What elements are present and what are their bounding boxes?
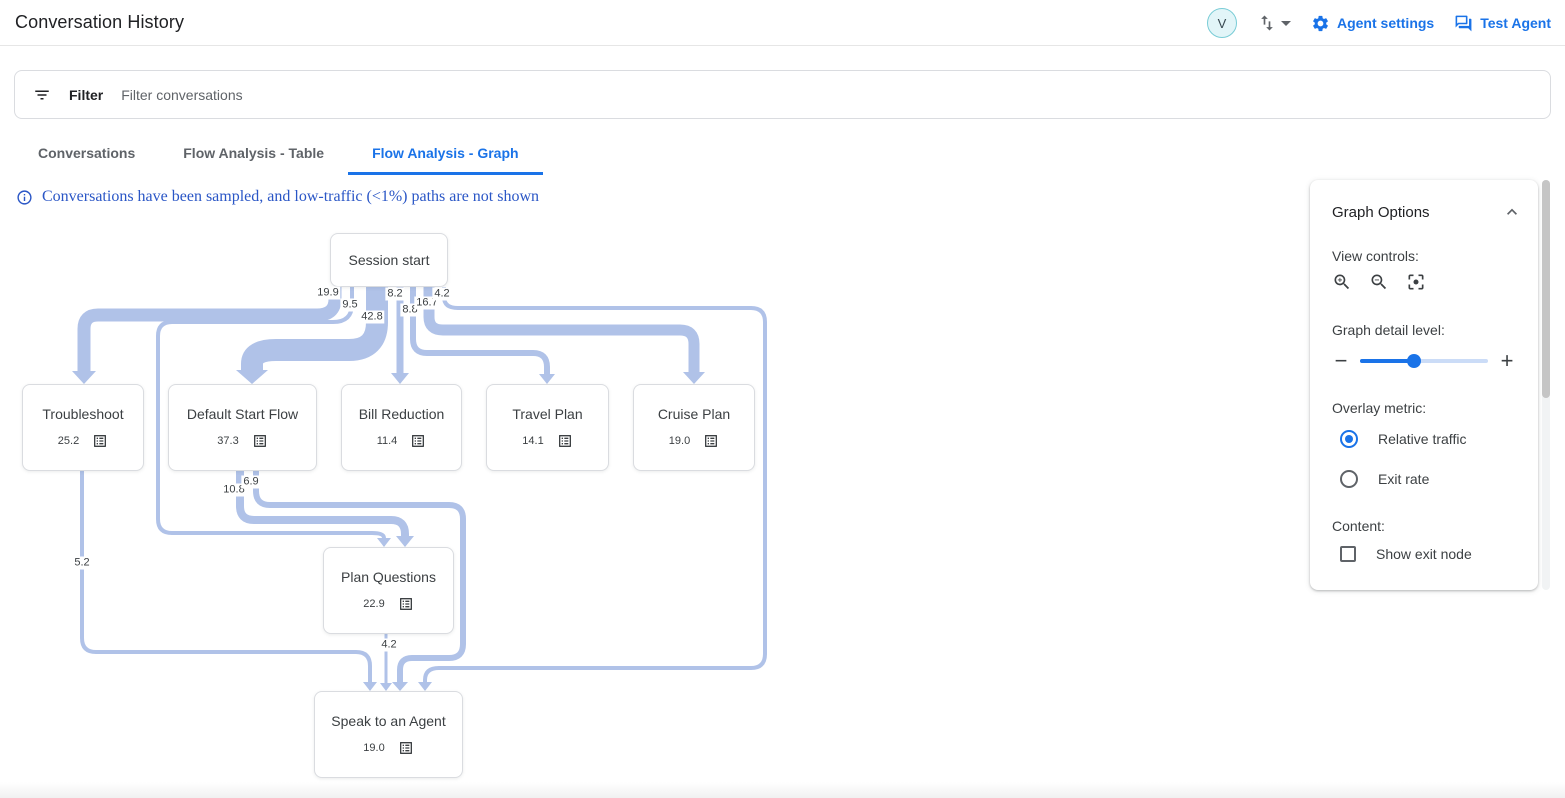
node-title: Default Start Flow: [186, 406, 299, 422]
tab-bar: Conversations Flow Analysis - Table Flow…: [14, 134, 543, 175]
radio-unselected-icon: [1340, 470, 1358, 488]
tab-flow-analysis-table[interactable]: Flow Analysis - Table: [183, 145, 325, 161]
flow-node-cruise-plan[interactable]: Cruise Plan 19.0: [633, 384, 755, 471]
slider-track: [1360, 359, 1488, 363]
radio-selected-icon: [1340, 430, 1358, 448]
edge-label: 10.8: [221, 483, 247, 497]
list-alt-icon[interactable]: [252, 433, 268, 449]
slider-decrease-button[interactable]: −: [1334, 348, 1348, 373]
node-title: Plan Questions: [341, 569, 436, 585]
view-controls: [1332, 272, 1426, 292]
checkbox-label: Show exit node: [1376, 546, 1472, 562]
content-label: Content:: [1332, 518, 1385, 534]
flow-node-travel-plan[interactable]: Travel Plan 14.1: [486, 384, 609, 471]
page-title: Conversation History: [15, 12, 185, 32]
list-alt-icon[interactable]: [703, 433, 719, 449]
list-alt-icon[interactable]: [398, 596, 414, 612]
test-agent-button[interactable]: Test Agent: [1454, 14, 1551, 33]
flow-node-plan-questions[interactable]: Plan Questions 22.9: [323, 547, 454, 634]
filter-bar[interactable]: Filter Filter conversations: [14, 70, 1551, 119]
gear-icon: [1311, 14, 1330, 33]
overlay-metric-label: Overlay metric:: [1332, 400, 1427, 416]
radio-exit-rate[interactable]: Exit rate: [1340, 470, 1429, 488]
node-value: 37.3: [217, 435, 239, 447]
edge-label: 4.2: [379, 638, 399, 652]
radio-label: Relative traffic: [1378, 431, 1467, 447]
edge-label: 42.8: [359, 310, 385, 324]
zoom-out-icon[interactable]: [1369, 272, 1389, 292]
sampling-notice: Conversations have been sampled, and low…: [16, 188, 539, 206]
chat-icon: [1454, 14, 1473, 33]
graph-scroll-edge: [0, 782, 1565, 798]
edge-label: 9.5: [340, 298, 360, 312]
node-value: 25.2: [57, 435, 80, 447]
node-title: Speak to an Agent: [331, 713, 446, 729]
checkbox-unchecked-icon[interactable]: [1340, 546, 1356, 562]
sampling-notice-text: Conversations have been sampled, and low…: [42, 188, 540, 205]
node-title: Bill Reduction: [358, 406, 445, 422]
avatar-initial: V: [1217, 15, 1227, 31]
panel-scrollbar-thumb[interactable]: [1542, 180, 1550, 398]
tab-flow-analysis-graph[interactable]: Flow Analysis - Graph: [348, 134, 543, 175]
node-title: Cruise Plan: [657, 406, 731, 422]
agent-settings-label: Agent settings: [1336, 15, 1435, 31]
filter-input-placeholder[interactable]: Filter conversations: [121, 86, 243, 103]
node-value: 22.9: [363, 598, 385, 610]
collapse-panel-button[interactable]: [1502, 202, 1522, 222]
edge-label: 19.9: [315, 286, 341, 300]
graph-detail-label: Graph detail level:: [1332, 322, 1445, 338]
radio-relative-traffic[interactable]: Relative traffic: [1340, 430, 1466, 448]
flow-node-default-start-flow[interactable]: Default Start Flow 37.3: [168, 384, 317, 471]
top-bar-actions: V Agent settings Test Agent: [1206, 0, 1551, 46]
sort-control[interactable]: [1257, 13, 1291, 33]
edge-label: 5.2: [72, 556, 92, 570]
graph-detail-slider[interactable]: [1360, 354, 1488, 368]
edge-label: 8.2: [385, 287, 405, 301]
filter-label: Filter: [69, 86, 104, 103]
chevron-up-icon: [1502, 202, 1522, 222]
graph-options-panel: Graph Options View controls: Graph detai…: [1310, 180, 1538, 590]
list-alt-icon[interactable]: [398, 740, 414, 756]
list-alt-icon[interactable]: [410, 433, 426, 449]
center-focus-icon[interactable]: [1406, 272, 1426, 292]
avatar[interactable]: V: [1206, 8, 1237, 38]
test-agent-label: Test Agent: [1480, 15, 1551, 31]
node-value: 11.4: [376, 435, 398, 447]
flow-node-session-start[interactable]: Session start: [330, 233, 448, 287]
agent-settings-button[interactable]: Agent settings: [1311, 14, 1434, 33]
arrowheads: [72, 370, 705, 691]
slider-increase-button[interactable]: +: [1500, 348, 1514, 373]
node-title: Troubleshoot: [42, 406, 124, 422]
node-value: 14.1: [522, 435, 544, 447]
top-bar: Conversation History V Agent settings: [0, 0, 1565, 46]
list-alt-icon[interactable]: [92, 433, 108, 449]
edge-label: 6.9: [241, 475, 261, 489]
sort-arrows-icon: [1257, 13, 1277, 33]
node-value: 19.0: [363, 742, 385, 754]
slider-thumb[interactable]: [1406, 354, 1421, 368]
tab-conversations[interactable]: Conversations: [38, 145, 136, 161]
graph-detail-slider-row: − +: [1332, 348, 1516, 373]
radio-label: Exit rate: [1378, 471, 1430, 487]
chevron-down-icon: [1280, 20, 1291, 26]
edge-label: 4.2: [432, 287, 452, 301]
flow-node-troubleshoot[interactable]: Troubleshoot 25.2: [22, 384, 144, 471]
view-controls-label: View controls:: [1332, 248, 1419, 264]
node-title: Travel Plan: [512, 406, 583, 422]
node-value: 19.0: [668, 435, 691, 447]
show-exit-node-checkbox-row[interactable]: Show exit node: [1340, 546, 1472, 562]
node-title: Session start: [348, 252, 430, 268]
slider-fill: [1360, 359, 1414, 363]
flow-node-bill-reduction[interactable]: Bill Reduction 11.4: [341, 384, 462, 471]
graph-options-title: Graph Options: [1332, 204, 1430, 221]
flow-node-speak-to-an-agent[interactable]: Speak to an Agent 19.0: [314, 691, 463, 778]
info-icon: [16, 189, 33, 206]
zoom-in-icon[interactable]: [1332, 272, 1352, 292]
list-alt-icon[interactable]: [557, 433, 573, 449]
filter-icon: [33, 86, 51, 104]
